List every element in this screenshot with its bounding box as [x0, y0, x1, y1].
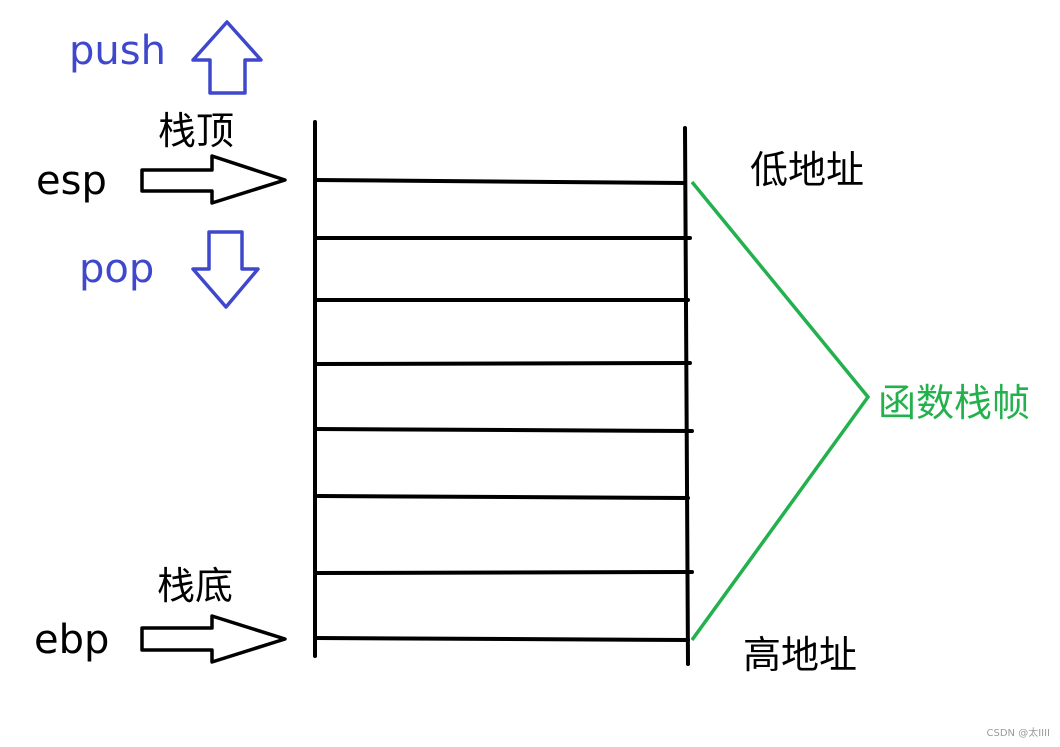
ebp-label: ebp [34, 617, 110, 663]
low-address-label: 低地址 [750, 148, 865, 192]
pop-down-arrow-icon [191, 230, 260, 309]
ebp-pointer-arrow-icon [140, 614, 287, 664]
push-label: push [69, 28, 166, 74]
stack-slot-divider [313, 427, 694, 433]
watermark: CSDN @太IIII [986, 728, 1051, 739]
esp-pointer-arrow-icon [140, 154, 287, 205]
stack-frame-brace [690, 180, 871, 642]
stack-slot-divider [313, 361, 692, 366]
stack-slot-divider [316, 494, 690, 500]
stack-slot-divider [313, 636, 690, 642]
esp-label: esp [36, 158, 107, 204]
stack-slot-divider [313, 570, 694, 575]
stack-right-wall [683, 126, 690, 666]
stack-top-label: 栈顶 [158, 109, 235, 153]
function-stack-frame-label: 函数栈帧 [878, 381, 1031, 425]
high-address-label: 高地址 [743, 633, 858, 677]
pop-label: pop [79, 246, 155, 292]
stack-slot-divider [313, 178, 687, 185]
stack-bottom-label: 栈底 [157, 564, 234, 608]
stack-slot-dividers [313, 178, 694, 642]
push-up-arrow-icon [191, 20, 263, 95]
